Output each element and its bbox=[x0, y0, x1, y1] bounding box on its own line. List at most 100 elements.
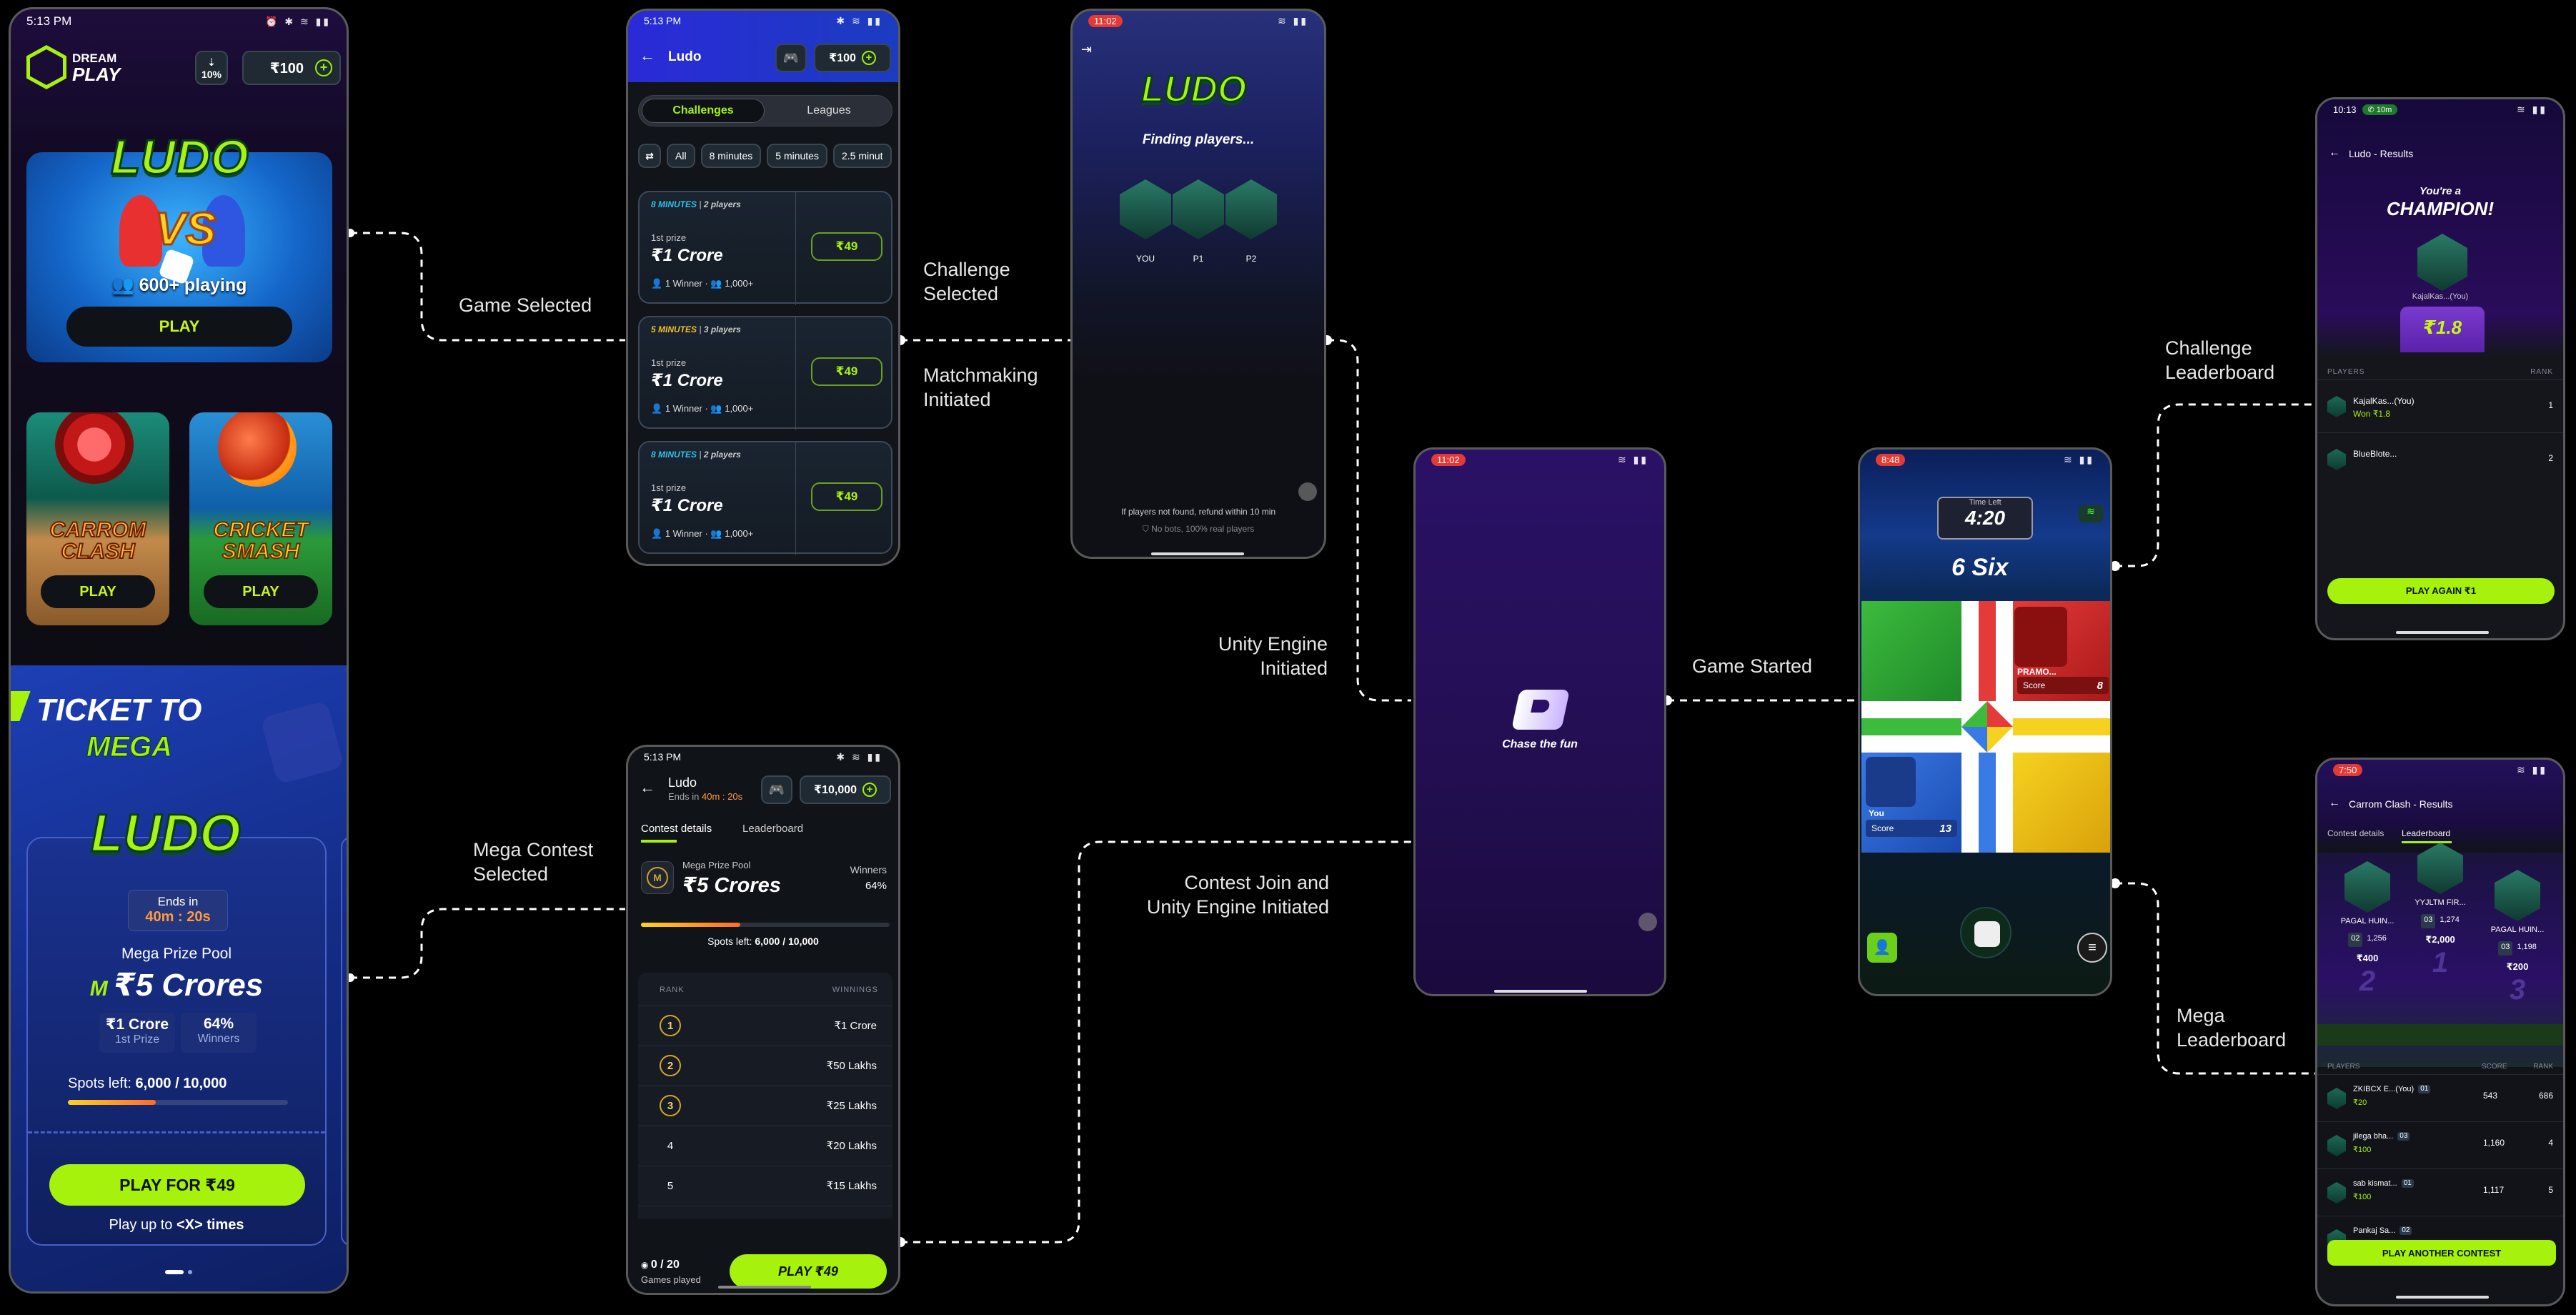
spots-left: Spots left: 6,000 / 10,000 bbox=[68, 1076, 227, 1091]
carrom-play-button[interactable]: PLAY bbox=[41, 575, 155, 608]
back-arrow-icon[interactable]: ← bbox=[640, 46, 655, 64]
table-row: 4 ₹20 Lakhs bbox=[638, 1126, 892, 1166]
back-arrow-icon[interactable]: ← bbox=[2329, 797, 2340, 809]
podium-name: PAGAL HUIN... bbox=[2340, 917, 2395, 926]
prize-value: ₹1 Crore bbox=[651, 496, 723, 515]
yellow-lane bbox=[2013, 718, 2110, 735]
status-bar: 5:13 PM✱ ≋ ▮▮ bbox=[644, 14, 882, 27]
filter-chip[interactable]: All bbox=[667, 144, 695, 168]
filter-chip[interactable]: 5 minutes bbox=[767, 144, 827, 168]
play-button[interactable]: PLAY ₹49 bbox=[730, 1254, 887, 1289]
dice-area[interactable] bbox=[1960, 907, 2011, 958]
assistive-touch-icon[interactable] bbox=[1638, 913, 1657, 931]
green-lane bbox=[1861, 718, 1961, 735]
tab-challenges[interactable]: Challenges bbox=[642, 99, 765, 123]
leaderboard-row: ZKIBCX E...(You)01 ₹20 543 686 bbox=[2317, 1074, 2563, 1121]
red-lane bbox=[1979, 601, 1996, 701]
spots-progress bbox=[68, 1100, 288, 1105]
gamepad-icon[interactable]: 🎮 bbox=[761, 775, 792, 804]
play-another-button[interactable]: PLAY ANOTHER CONTEST bbox=[2327, 1240, 2556, 1266]
back-arrow-icon[interactable]: ← bbox=[2329, 147, 2340, 159]
challenge-card[interactable]: 8 MINUTES | 2 players 1st prize ₹1 Crore… bbox=[638, 191, 892, 305]
green-home bbox=[1861, 601, 1961, 701]
connector-dot bbox=[2110, 878, 2120, 888]
tab-leagues[interactable]: Leagues bbox=[807, 104, 851, 116]
player-winnings: ₹100 bbox=[2353, 1193, 2372, 1201]
connector-game-to-carrom bbox=[2115, 882, 2315, 1075]
gamepad-icon[interactable]: 🎮 bbox=[775, 44, 807, 72]
tab-contest-details[interactable]: Contest details bbox=[2327, 828, 2384, 838]
bonus-button[interactable]: ⇣10% bbox=[195, 51, 228, 85]
wallet-button[interactable]: ₹100+ bbox=[814, 44, 891, 72]
cricket-game-card[interactable]: CRICKET SMASH PLAY bbox=[189, 412, 332, 625]
play-again-button[interactable]: PLAY AGAIN ₹1 bbox=[2327, 578, 2555, 604]
user-icon: 👤 bbox=[651, 403, 665, 414]
wallet-button[interactable]: ₹10,000+ bbox=[800, 775, 891, 804]
winners-info: 👤 1 Winner · 👥 1,000+ bbox=[651, 528, 754, 539]
challenge-card[interactable]: 5 MINUTES | 3 players 1st prize ₹1 Crore… bbox=[638, 316, 892, 430]
download-icon: ⇣ bbox=[207, 56, 216, 68]
assistive-touch-icon[interactable] bbox=[1298, 482, 1317, 501]
entry-fee-button[interactable]: ₹49 bbox=[811, 482, 882, 511]
cricket-play-button[interactable]: PLAY bbox=[204, 575, 318, 608]
ludo-title: LUDO bbox=[110, 129, 250, 186]
bottom-bar: ◉ 0 / 20 Games played PLAY ₹49 bbox=[628, 1219, 898, 1293]
tab-leaderboard[interactable]: Leaderboard bbox=[742, 823, 804, 835]
ticket-divider bbox=[28, 1131, 325, 1133]
wallet-button[interactable]: ₹100+ bbox=[242, 51, 341, 85]
ludo-play-button[interactable]: PLAY bbox=[66, 307, 292, 347]
red-pawn-icon bbox=[119, 195, 162, 267]
table-row: 5 ₹15 Lakhs bbox=[638, 1166, 892, 1206]
player-rank: 4 bbox=[2548, 1138, 2553, 1148]
page-title: Ludo bbox=[668, 49, 702, 64]
col-players: PLAYERS bbox=[2327, 1063, 2360, 1071]
winnings-value: ₹1 Crore bbox=[834, 1020, 877, 1032]
back-arrow-icon[interactable]: ← bbox=[640, 778, 655, 796]
player-name: jilega bha...03 bbox=[2353, 1132, 2410, 1141]
challenge-card[interactable]: 8 MINUTES | 2 players 1st prize ₹1 Crore… bbox=[638, 441, 892, 555]
you-label: You bbox=[1869, 808, 1884, 818]
ludo-game-card[interactable]: VS 👥 600+ playing PLAY bbox=[26, 152, 332, 362]
mega-coin-icon: M bbox=[641, 861, 674, 894]
carrom-game-card[interactable]: CARROM CLASH PLAY bbox=[26, 412, 169, 625]
avatar bbox=[2327, 1135, 2346, 1156]
tab-contest-details[interactable]: Contest details bbox=[641, 823, 712, 835]
yellow-home bbox=[2013, 753, 2110, 853]
home-indicator bbox=[2396, 631, 2489, 634]
play-for-button[interactable]: PLAY FOR ₹49 bbox=[49, 1164, 305, 1206]
menu-icon[interactable]: ≡ bbox=[2077, 933, 2107, 963]
entry-fee-button[interactable]: ₹49 bbox=[811, 232, 882, 261]
entry-fee-button[interactable]: ₹49 bbox=[811, 357, 882, 386]
opponent-avatar bbox=[2014, 607, 2067, 667]
col-rank: RANK bbox=[2533, 1063, 2553, 1071]
play-up-to-text: Play up to <X> times bbox=[109, 1217, 244, 1233]
winners-info: 👤 1 Winner · 👥 1,000+ bbox=[651, 278, 754, 289]
col-score: SCORE bbox=[2482, 1063, 2507, 1071]
player-name: sab kismat...01 bbox=[2353, 1179, 2414, 1188]
next-card-peek[interactable] bbox=[341, 837, 347, 1246]
prize-value: ₹1 Crore bbox=[651, 246, 723, 265]
profile-icon[interactable]: 👤 bbox=[1867, 933, 1897, 963]
filter-icon[interactable]: ⇄ bbox=[638, 144, 661, 168]
player-rank: 2 bbox=[2548, 453, 2553, 463]
blue-lane bbox=[1979, 753, 1996, 853]
carousel-dots[interactable] bbox=[165, 1270, 194, 1274]
player-name: BlueBlote... bbox=[2353, 449, 2397, 459]
finding-players-text: Finding players... bbox=[1142, 132, 1255, 147]
col-rank: RANK bbox=[660, 986, 685, 994]
tab-leaderboard[interactable]: Leaderboard bbox=[2402, 828, 2451, 838]
filter-chip[interactable]: 2.5 minut bbox=[832, 144, 892, 168]
home-indicator bbox=[1151, 552, 1244, 555]
player-rank: 686 bbox=[2538, 1091, 2553, 1101]
exit-icon[interactable]: ⇥ bbox=[1081, 42, 1093, 56]
avatar bbox=[2327, 396, 2346, 417]
filter-chip[interactable]: 8 minutes bbox=[700, 144, 762, 168]
status-bar: 5:13 PM⏰ ✱ ≋ ▮▮ bbox=[26, 14, 331, 28]
